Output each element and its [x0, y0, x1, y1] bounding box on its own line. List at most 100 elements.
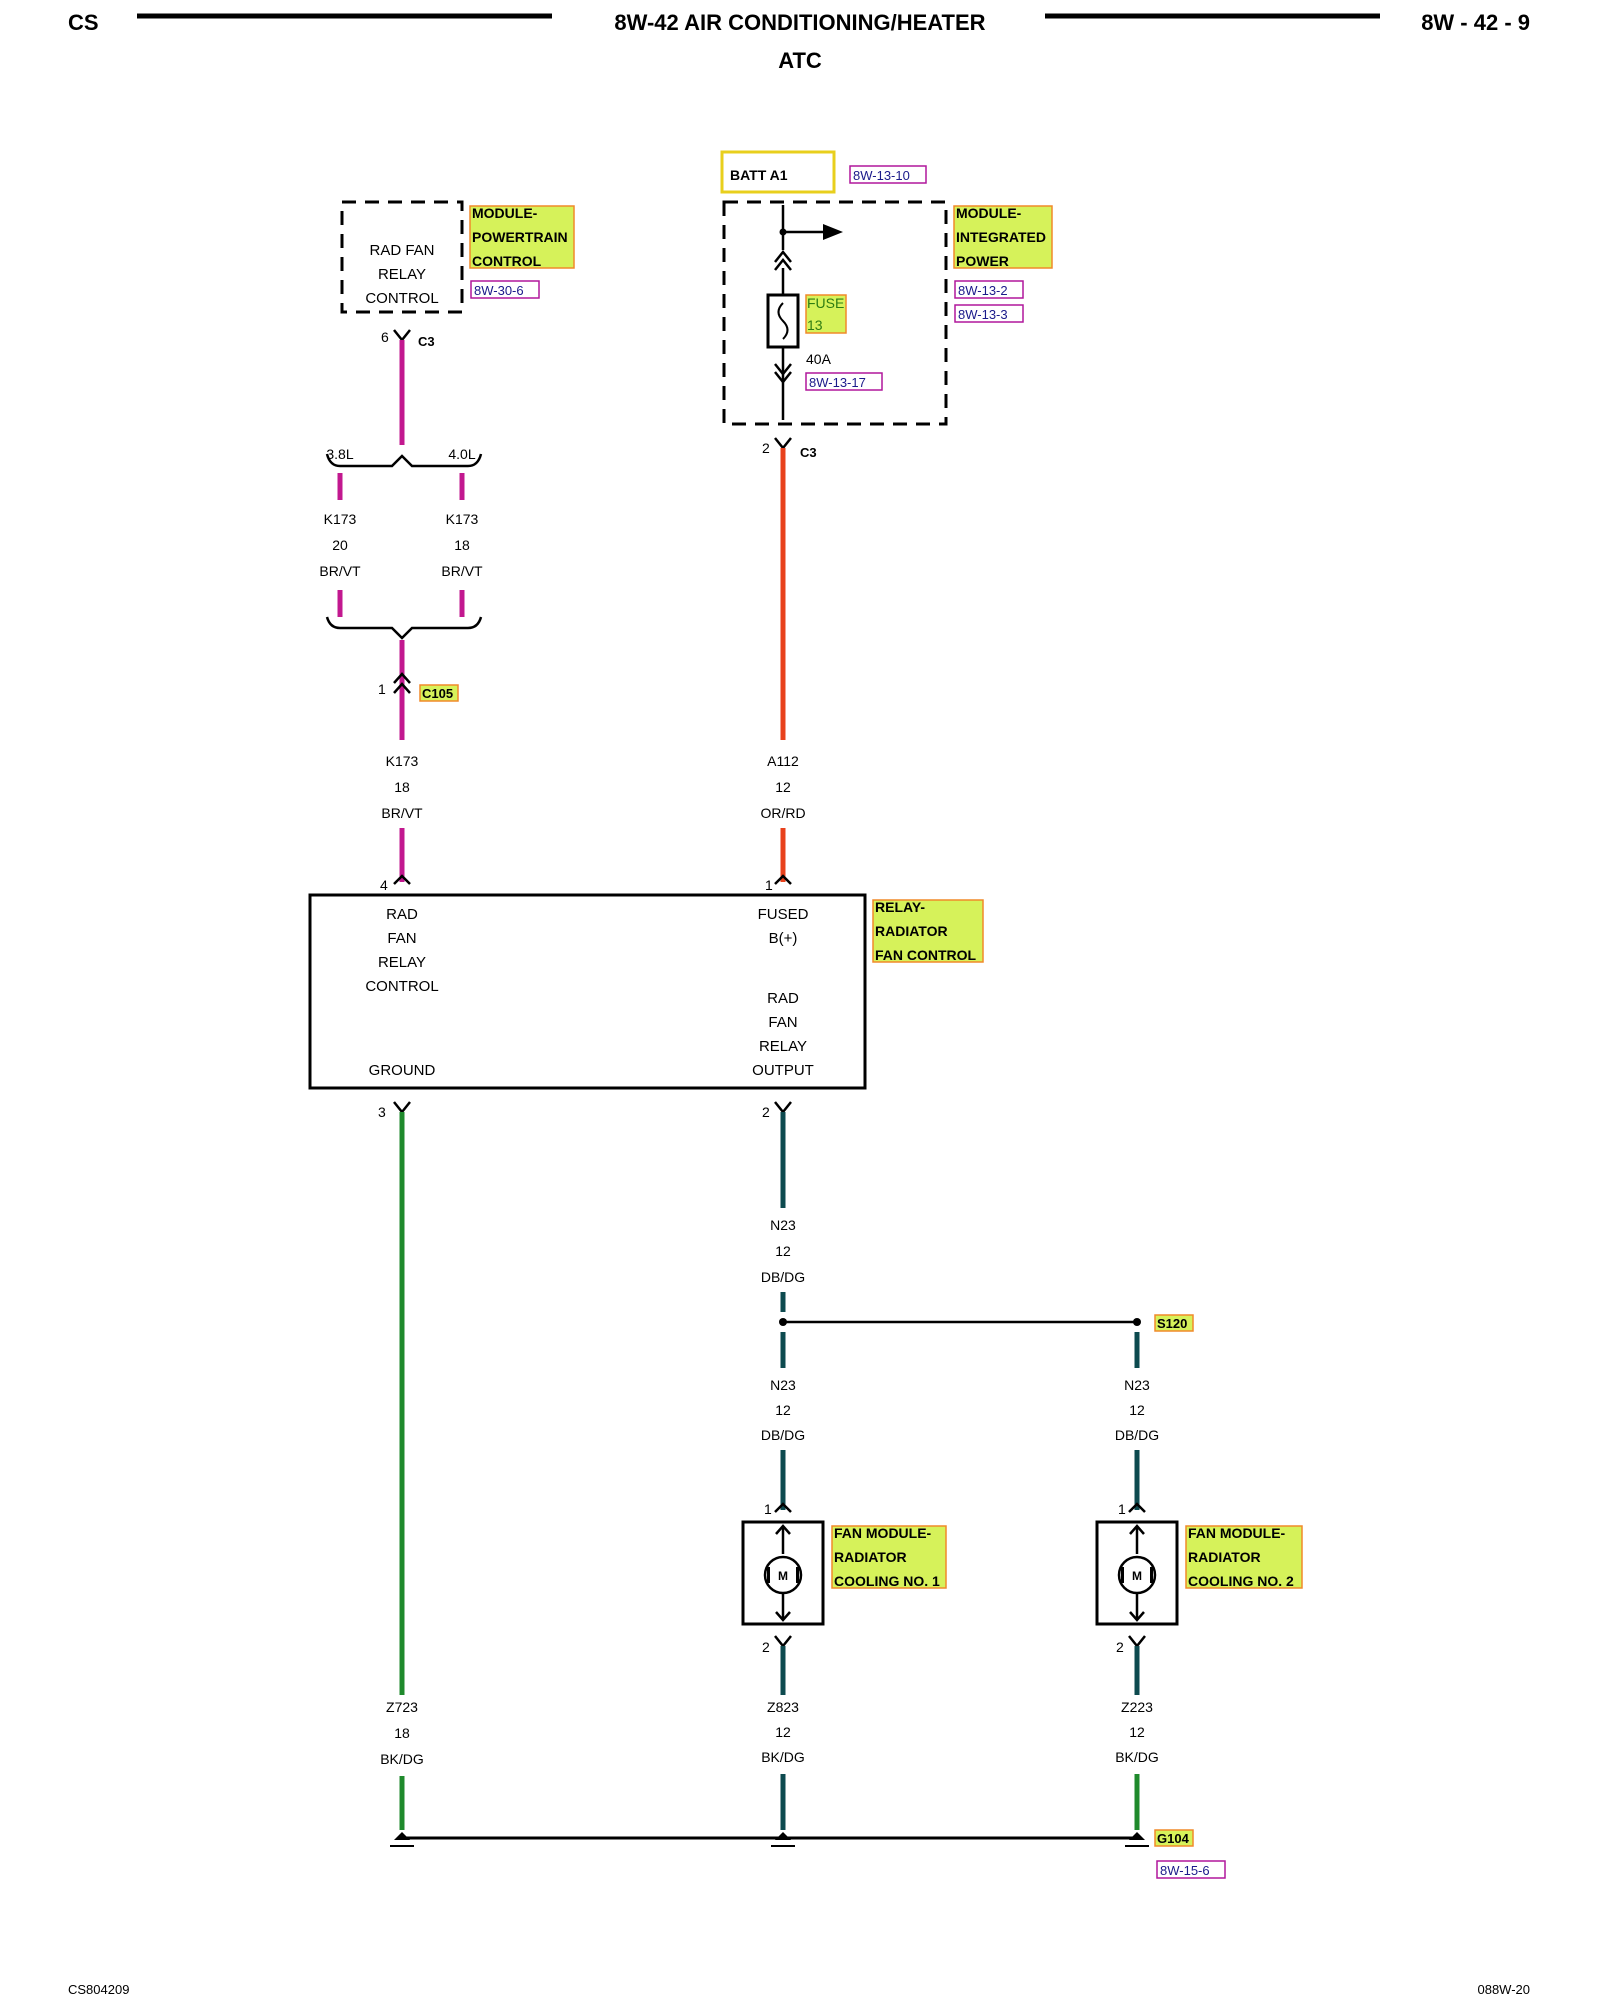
- fan2-label-highlight: [1185, 1525, 1303, 1589]
- relay-pin3-chevron: [393, 1101, 411, 1115]
- relay-output-line-4: OUTPUT: [752, 1062, 814, 1079]
- relay-label-line-3: FAN CONTROL: [875, 947, 977, 963]
- fan2-brush-left-icon: [1121, 1567, 1124, 1583]
- fan2-motor-label: M: [1132, 1569, 1142, 1583]
- fan2-box: [1095, 1520, 1179, 1626]
- relay-pin4-number: 4: [380, 877, 388, 893]
- batt-ref-link[interactable]: 8W-13-10: [853, 168, 910, 183]
- powertrain-control-module: RAD FAN RELAY CONTROL MODULE- POWERTRAIN…: [340, 200, 575, 314]
- ipm-label-line-1: MODULE-: [956, 205, 1022, 221]
- wire-k173-38l-color: BR/VT: [319, 563, 361, 579]
- wire-k173-38l-circuit: K173: [324, 511, 357, 527]
- fuse-element-icon: [777, 302, 789, 340]
- fan2-pin1-chevron: [1128, 1502, 1146, 1513]
- wire-k173-color: BR/VT: [381, 805, 423, 821]
- fuse-ref-link[interactable]: 8W-13-17: [809, 375, 866, 390]
- ground-1-icon: [394, 1832, 410, 1840]
- c105-highlight: [419, 684, 459, 702]
- wire-k173-38l-gauge: 20: [332, 537, 348, 553]
- wire-n23-fan1-circuit: N23: [770, 1377, 796, 1393]
- wire-k173-40l-color: BR/VT: [441, 563, 483, 579]
- ipm-ref-box-1[interactable]: [954, 280, 1024, 299]
- fan1-pin2-chevron: [774, 1635, 792, 1649]
- header-subtitle: ATC: [778, 48, 822, 73]
- ground-ref-box[interactable]: [1156, 1860, 1226, 1879]
- fan2-label-line-3: COOLING NO. 2: [1188, 1573, 1294, 1589]
- fan1-pin1-number: 1: [764, 1501, 772, 1517]
- ipm-fuse-bottom-chevron: [774, 363, 792, 385]
- page-header: CS 8W-42 AIR CONDITIONING/HEATER 8W - 42…: [68, 10, 1530, 73]
- radiator-fan-control-relay: RAD FAN RELAY CONTROL FUSED B(+) RAD FAN…: [308, 893, 984, 1090]
- relay-control-line-3: RELAY: [378, 954, 426, 971]
- wire-n23-main-color: DB/DG: [761, 1269, 805, 1285]
- pcm-ref-link[interactable]: 8W-30-6: [474, 283, 524, 298]
- fuse-label-line-2: 13: [807, 317, 823, 333]
- ground-ref-link[interactable]: 8W-15-6: [1160, 1863, 1210, 1878]
- fan2-motor-icon: [1117, 1555, 1157, 1595]
- ipm-bus-arrow-icon: [823, 224, 843, 240]
- wire-n23-fan2-gauge: 12: [1129, 1402, 1145, 1418]
- ipm-label-line-2: INTEGRATED: [956, 229, 1046, 245]
- ipm-ref-box-2[interactable]: [954, 304, 1024, 323]
- relay-output-line-1: RAD: [767, 990, 799, 1007]
- wire-n23-fan2-circuit: N23: [1124, 1377, 1150, 1393]
- ground-3-icon: [1129, 1832, 1145, 1840]
- wire-z723-color: BK/DG: [380, 1751, 424, 1767]
- wire-n23-main-gauge: 12: [775, 1243, 791, 1259]
- wire-z823-gauge: 12: [775, 1724, 791, 1740]
- ground-symbol-1: [390, 1832, 414, 1847]
- ipm-ref-link-2[interactable]: 8W-13-3: [958, 307, 1008, 322]
- header-left: CS: [68, 10, 99, 35]
- fan1-pin1-chevron: [774, 1502, 792, 1513]
- fan1-motor-icon: [763, 1555, 803, 1595]
- ground-symbol-2: [771, 1832, 795, 1847]
- pcm-inner-line-3: CONTROL: [365, 290, 438, 307]
- fan1-pin2-number: 2: [762, 1639, 770, 1655]
- fan2-label-line-2: RADIATOR: [1188, 1549, 1261, 1565]
- fan1-motor-label: M: [778, 1569, 788, 1583]
- batt-ref-box[interactable]: [849, 165, 927, 184]
- ground-g104-label: G104: [1157, 1831, 1190, 1846]
- relay-control-line-4: CONTROL: [365, 978, 438, 995]
- wire-k173-40l-gauge: 18: [454, 537, 470, 553]
- ipm-label-line-3: POWER: [956, 253, 1009, 269]
- header-right: 8W - 42 - 9: [1421, 10, 1530, 35]
- relay-label-line-1: RELAY-: [875, 899, 925, 915]
- c105-pin-number: 1: [378, 681, 386, 697]
- wire-z823-color: BK/DG: [761, 1749, 805, 1765]
- pcm-inner-line-1: RAD FAN: [369, 242, 434, 259]
- engine-option-left: 3.8L: [326, 446, 353, 462]
- relay-fused-line-1: FUSED: [758, 906, 809, 923]
- pcm-inner-line-2: RELAY: [378, 266, 426, 283]
- ipm-connector-id: C3: [800, 445, 817, 460]
- splice-s120-highlight: [1154, 1314, 1194, 1332]
- pcm-ref-box[interactable]: [470, 280, 540, 299]
- ipm-connector-chevron: [774, 437, 792, 451]
- pcm-label-line-2: POWERTRAIN: [472, 229, 568, 245]
- splice-node-right: [1133, 1318, 1141, 1326]
- fan2-arrow-top-icon: [1129, 1524, 1145, 1535]
- wire-a112-color: OR/RD: [760, 805, 805, 821]
- batt-a1-box: [720, 150, 836, 194]
- splice-node-left: [779, 1318, 787, 1326]
- pcm-pin-number: 6: [381, 329, 389, 345]
- engine-split-bracket: [325, 453, 483, 468]
- fan-module-1: M FAN MODULE- RADIATOR COOLING NO. 1: [741, 1520, 947, 1626]
- ground-symbol-3: [1125, 1832, 1149, 1847]
- wire-z223-gauge: 12: [1129, 1724, 1145, 1740]
- fan1-label-highlight: [831, 1525, 947, 1589]
- fuse-ref-box[interactable]: [805, 372, 883, 391]
- wire-z223-circuit: Z223: [1121, 1699, 1153, 1715]
- fan1-box: [741, 1520, 825, 1626]
- ipm-ref-link-1[interactable]: 8W-13-2: [958, 283, 1008, 298]
- ipm-label-highlight: [953, 205, 1053, 269]
- relay-output-line-3: RELAY: [759, 1038, 807, 1055]
- relay-pin2-number: 2: [762, 1104, 770, 1120]
- wire-z223-color: BK/DG: [1115, 1749, 1159, 1765]
- wire-k173-gauge: 18: [394, 779, 410, 795]
- fan2-pin2-chevron: [1128, 1635, 1146, 1649]
- wire-z723-gauge: 18: [394, 1725, 410, 1741]
- fan2-label-line-1: FAN MODULE-: [1188, 1525, 1286, 1541]
- integrated-power-module: FUSE 13 40A 8W-13-17 MODULE- INTEGRATED …: [722, 200, 1053, 426]
- fuse-rating: 40A: [806, 351, 832, 367]
